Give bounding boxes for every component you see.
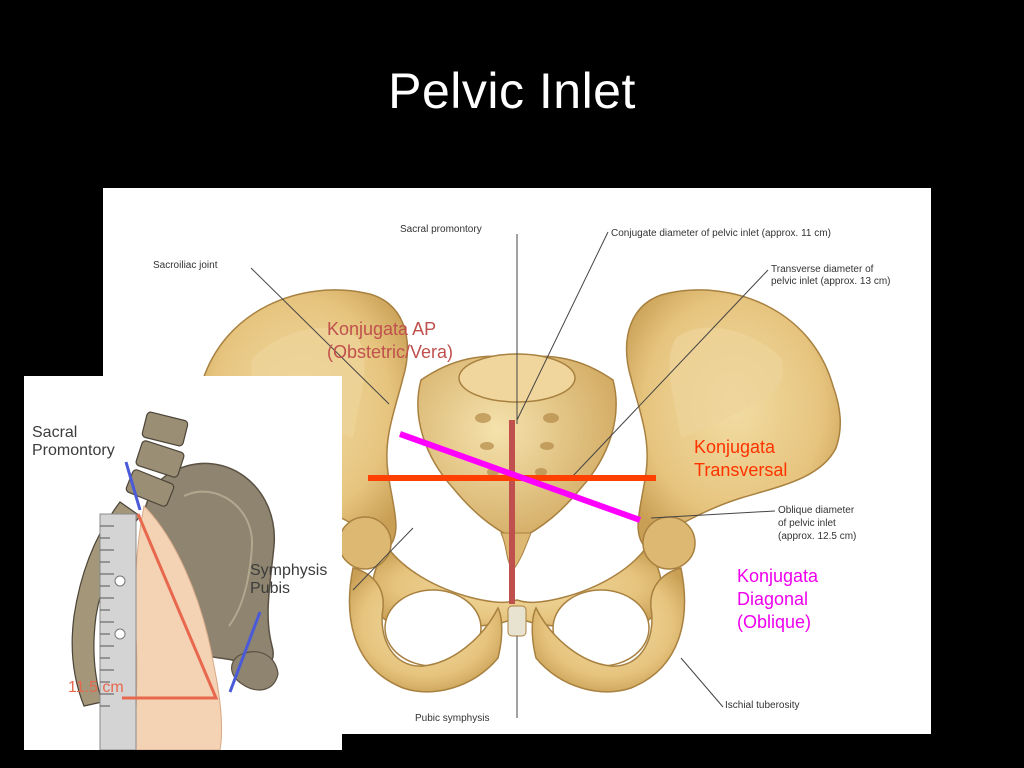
slide-title: Pelvic Inlet [388,63,636,119]
inset-measurement-label: 11.5 cm [68,679,124,696]
label-oblique-diameter-2: of pelvic inlet [778,518,836,529]
label-conjugate-diameter: Conjugate diameter of pelvic inlet (appr… [611,228,831,239]
label-pubic-symphysis: Pubic symphysis [415,713,490,724]
inset-label-sacral-promontory: Sacral Promontory [32,424,115,459]
label-transverse-diameter-2: pelvic inlet (approx. 13 cm) [771,276,891,287]
label-transverse-diameter-1: Transverse diameter of [771,264,874,275]
label-oblique-diameter-3: (approx. 12.5 cm) [778,531,857,542]
konjugata-transversal-label: Konjugata Transversal [694,437,788,480]
konjugata-diagonal-label: Konjugata Diagonal (Oblique) [737,566,819,632]
inset-label-symphysis-pubis: Symphysis Pubis [250,562,328,597]
sagittal-pelvis-inset: Sacral Promontory Symphysis Pubis 11.5 c… [24,376,342,750]
label-oblique-diameter-1: Oblique diameter [778,505,855,516]
label-ischial-tuberosity: Ischial tuberosity [725,700,800,711]
sagittal-illustration [71,411,279,750]
konjugata-ap-label: Konjugata AP (Obstetric/Vera) [327,319,454,362]
label-sacroiliac-joint: Sacroiliac joint [153,260,218,271]
label-sacral-promontory: Sacral promontory [400,224,482,235]
